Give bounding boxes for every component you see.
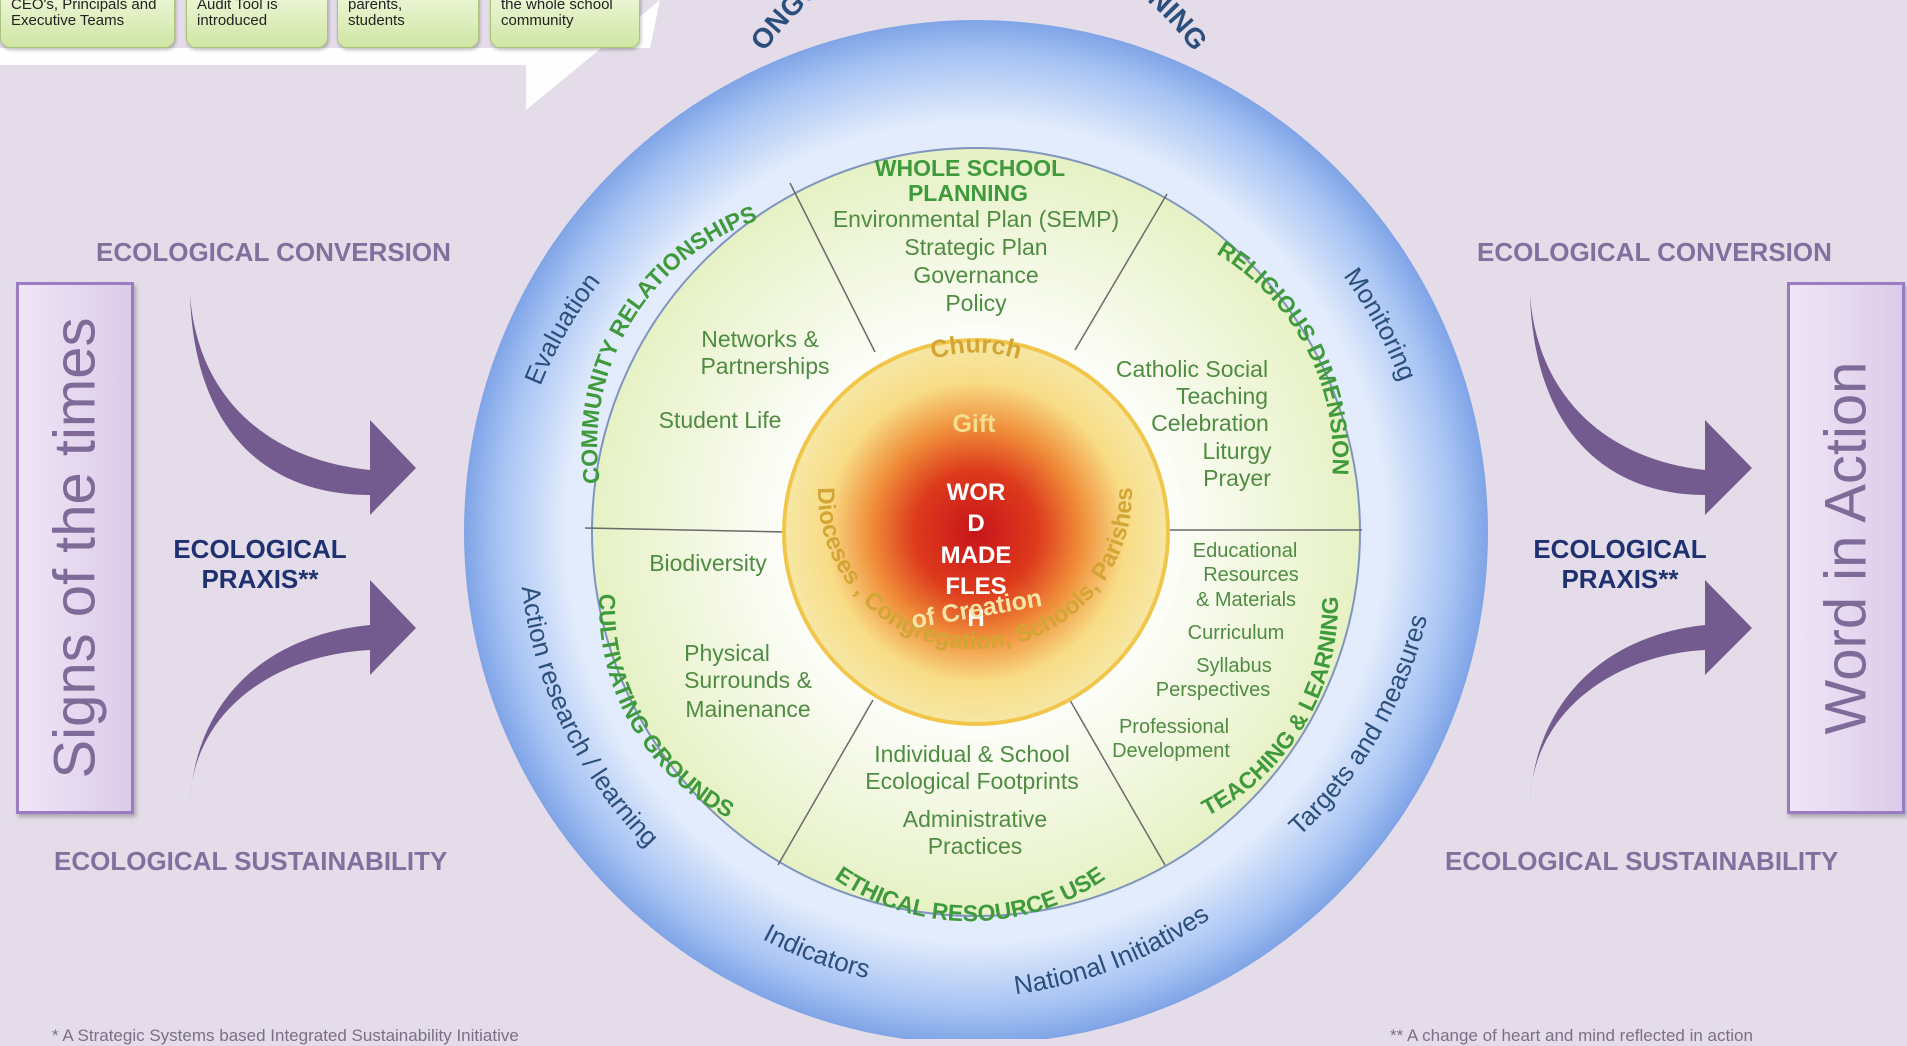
- community-item: Networks &: [701, 326, 819, 352]
- teaching-item: Professional: [1119, 716, 1229, 738]
- callout-text: introduced: [197, 12, 268, 29]
- left-ecological-conversion: ECOLOGICAL CONVERSION: [96, 237, 451, 267]
- right-ecological-praxis: ECOLOGICAL PRAXIS**: [1525, 534, 1715, 594]
- religious-item: Celebration: [1151, 410, 1269, 436]
- cultivating-item: Mainenance: [685, 696, 810, 722]
- religious-item: Prayer: [1203, 465, 1271, 491]
- callout-pointer: [0, 0, 660, 110]
- core-word-line: D: [967, 510, 984, 537]
- planning-item: Policy: [945, 290, 1007, 316]
- teaching-item: & Materials: [1196, 589, 1296, 611]
- core-word-line: H: [967, 605, 984, 632]
- left-arrow-lower: [190, 580, 416, 800]
- praxis-line: PRAXIS**: [201, 564, 319, 594]
- callout-box: the whole school community: [490, 0, 640, 48]
- segment-dividers: [584, 182, 1362, 866]
- right-arrow-lower: [1530, 580, 1752, 800]
- core-word-line: WOR: [947, 479, 1006, 506]
- teaching-item: Development: [1112, 740, 1230, 762]
- core-word-line: FLES: [945, 573, 1006, 600]
- core-gift: Gift: [952, 410, 996, 438]
- callout-text: Audit Tool is: [197, 0, 278, 13]
- footnote-right: ** A change of heart and mind reflected …: [1390, 1026, 1753, 1045]
- signs-of-the-times-box: Signs of the times: [16, 282, 134, 814]
- teaching-item: Educational: [1193, 540, 1298, 562]
- teaching-item: Resources: [1203, 564, 1299, 586]
- footnote-left: * A Strategic Systems based Integrated S…: [52, 1026, 519, 1045]
- religious-item: Teaching: [1176, 383, 1268, 409]
- teaching-item: Perspectives: [1156, 679, 1271, 701]
- callout-text: students: [348, 12, 405, 29]
- word-in-action-box: Word in Action: [1787, 282, 1905, 814]
- core-circle: [782, 338, 1170, 726]
- cultivating-item: Surrounds &: [684, 667, 812, 693]
- callout-text: parents,: [348, 0, 403, 13]
- cultivating-item: Physical: [684, 640, 770, 666]
- planning-item: Environmental Plan (SEMP): [833, 206, 1119, 232]
- right-ecological-sustainability: ECOLOGICAL SUSTAINABILITY: [1445, 846, 1839, 876]
- ethical-item: Practices: [928, 833, 1023, 859]
- right-ecological-conversion: ECOLOGICAL CONVERSION: [1477, 237, 1832, 267]
- left-ecological-sustainability: ECOLOGICAL SUSTAINABILITY: [54, 846, 448, 876]
- planning-item: Governance: [913, 262, 1038, 288]
- ethical-item: Individual & School: [874, 741, 1070, 767]
- planning-title-1: WHOLE SCHOOL: [875, 155, 1065, 181]
- ethical-item: Ecological Footprints: [865, 768, 1079, 794]
- religious-item: Liturgy: [1202, 438, 1272, 464]
- cultivating-item: Biodiversity: [649, 550, 767, 576]
- religious-item: Catholic Social: [1116, 356, 1268, 382]
- callout-text: community: [501, 12, 574, 29]
- planning-title-2: PLANNING: [908, 180, 1028, 206]
- right-arrow-upper: [1530, 295, 1752, 515]
- left-arrow-upper: [190, 295, 416, 515]
- praxis-line: ECOLOGICAL: [173, 534, 347, 564]
- planning-item: Strategic Plan: [904, 234, 1047, 260]
- left-ecological-praxis: ECOLOGICAL PRAXIS**: [165, 534, 355, 594]
- teaching-item: Curriculum: [1188, 622, 1285, 644]
- callout-box: CEO's, Principals and Executive Teams: [0, 0, 175, 48]
- callout-text: the whole school: [501, 0, 613, 13]
- callout-text: CEO's, Principals and: [11, 0, 157, 13]
- word-in-action-text: Word in Action: [1813, 361, 1879, 735]
- praxis-line: PRAXIS**: [1561, 564, 1679, 594]
- community-item: Student Life: [659, 407, 782, 433]
- community-item: Partnerships: [700, 353, 829, 379]
- signs-of-the-times-text: Signs of the times: [42, 317, 108, 779]
- ethical-item: Administrative: [903, 806, 1047, 832]
- praxis-line: ECOLOGICAL: [1533, 534, 1707, 564]
- callout-box: Audit Tool is introduced: [186, 0, 328, 48]
- core-word-line: MADE: [941, 542, 1012, 569]
- callout-text: Executive Teams: [11, 12, 125, 29]
- callout-box: parents, students: [337, 0, 479, 48]
- teaching-item: Syllabus: [1196, 655, 1272, 677]
